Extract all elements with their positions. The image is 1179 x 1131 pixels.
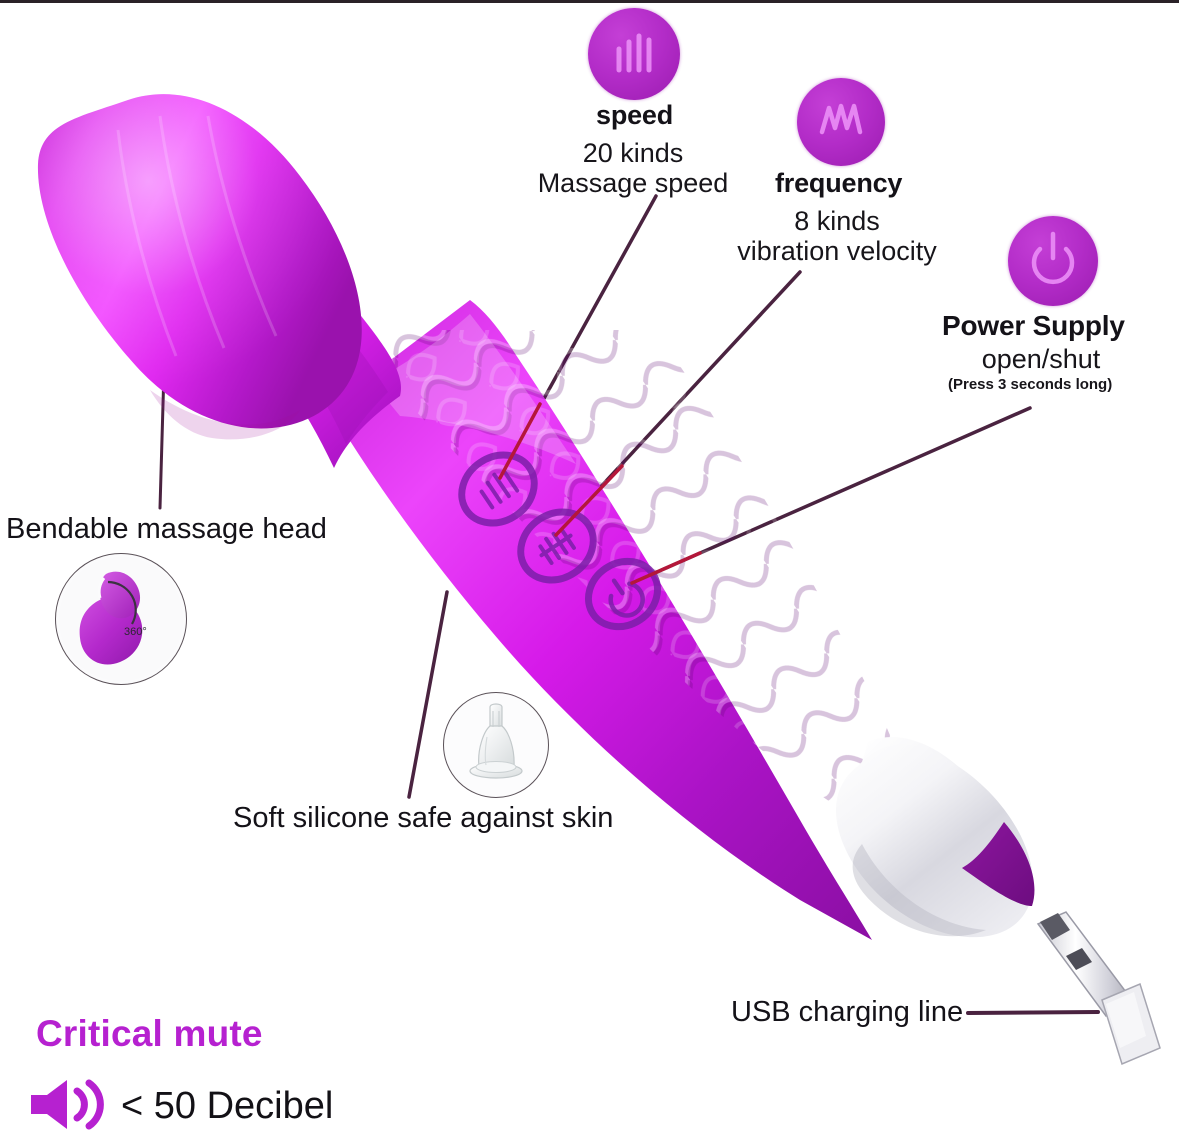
speed-detail: 20 kinds Massage speed [500,138,766,198]
massage-head-specular [37,94,362,429]
bendable-head-inset: 360° [55,553,187,685]
leader-soft-silicone [407,590,449,799]
power-detail: open/shut [936,344,1146,374]
speed-badge [588,8,680,100]
silicone-nipple-icon [445,694,547,796]
speed-bars-icon [616,33,652,73]
frequency-button [517,508,597,584]
frequency-badge [797,78,885,166]
device-cap [962,822,1035,906]
leader-lines-on-device [498,402,702,585]
power-icon [1031,231,1075,285]
speed-button [458,451,538,527]
frequency-detail-line1: 8 kinds [794,206,880,236]
critical-mute-title: Critical mute [36,1013,263,1054]
frequency-detail: 8 kinds vibration velocity [712,206,962,266]
head-sheen [116,115,278,357]
power-title: Power Supply [942,310,1125,341]
frequency-detail-line2: vibration velocity [737,236,937,267]
soft-silicone-inset [443,692,549,798]
leader-usb [966,1010,1100,1015]
leader-bendable-head [158,368,166,510]
base-shadow [852,844,986,937]
bendable-head-callout: Bendable massage head [6,513,327,545]
head-shade [150,390,300,440]
power-note: (Press 3 seconds long) [948,376,1113,393]
device-base-main [836,744,1033,938]
wand-device [37,94,1161,1066]
speaker-icon [27,1078,111,1131]
power-detail-line1: open/shut [981,344,1101,374]
handle-highlight [372,314,576,464]
speed-detail-line2: Massage speed [537,168,729,199]
decibel-value: < 50 Decibel [121,1085,334,1127]
frequency-wave-icon [819,103,863,135]
soft-silicone-callout: Soft silicone safe against skin [233,802,614,834]
speed-title: speed [596,100,674,130]
bendable-head-diagram: 360° [59,557,183,681]
usb-connector [1036,911,1161,1066]
power-badge [1008,216,1098,306]
usb-callout: USB charging line [731,996,964,1028]
rotation-label: 360° [124,626,147,638]
speed-detail-line1: 20 kinds [582,138,684,168]
frequency-title: frequency [775,168,903,198]
